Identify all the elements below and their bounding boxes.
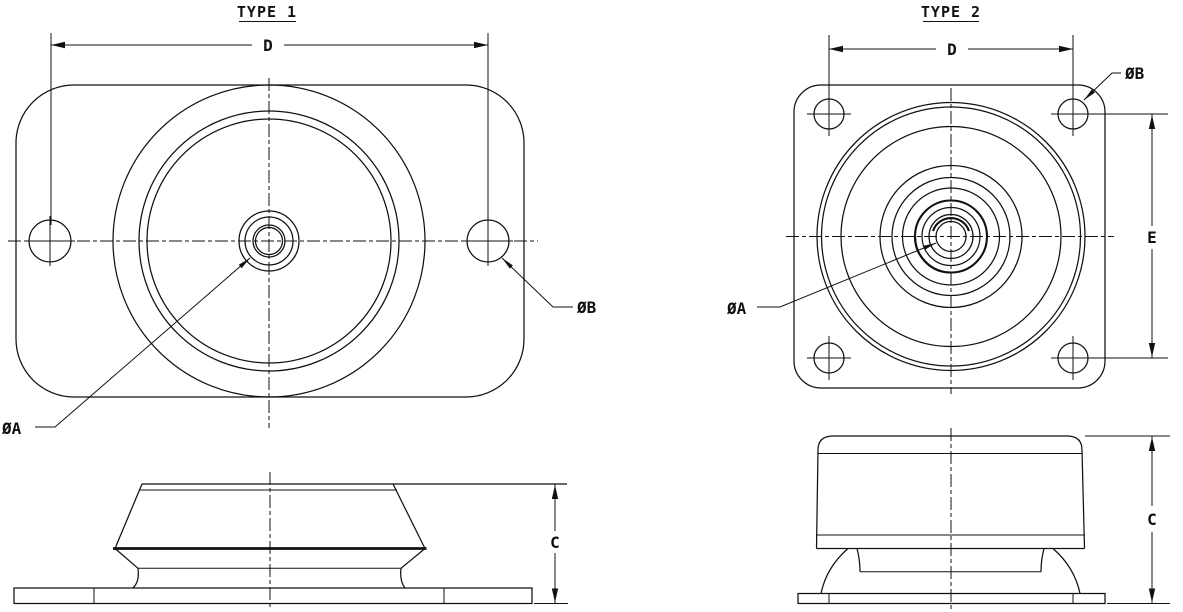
leader-line [35, 257, 251, 428]
ring-bold-arc [913, 236, 952, 274]
type1-base-plate [13, 587, 533, 605]
extension-lines [1090, 113, 1168, 359]
type1-leader-a: ØA [1, 257, 251, 438]
extension-lines [828, 35, 1074, 98]
arrowhead [1148, 115, 1156, 129]
neck-connector-curves [856, 548, 1045, 572]
type2-centerlines [786, 88, 1114, 394]
type2-dimension-d: D [828, 35, 1074, 98]
type2-title: TYPE 2 [921, 3, 981, 21]
arrowhead [551, 588, 559, 603]
arrowhead [502, 258, 513, 269]
mount-sides [815, 449, 1086, 549]
arrowhead [1059, 45, 1073, 53]
mount-dome-top [817, 435, 1083, 451]
arrowhead [1148, 343, 1156, 357]
dim-c-label: C [1147, 510, 1157, 529]
type1-side-view: C [13, 472, 568, 610]
hole-crosshairs [807, 92, 1095, 380]
dim-b-label: ØB [576, 298, 597, 317]
mount-flare-curves [132, 568, 406, 589]
dim-a-label: ØA [1, 419, 22, 438]
type1-dimension-c: C [534, 484, 568, 604]
arrowhead [51, 41, 65, 49]
dim-c-label: C [550, 533, 560, 552]
arrowhead [238, 258, 250, 269]
arrowhead [474, 41, 488, 49]
base-plate-marks [828, 593, 1074, 604]
type1-leader-b: ØB [501, 257, 597, 317]
type2-side-view: C [797, 428, 1170, 610]
dim-b-label: ØB [1124, 64, 1145, 83]
type1-title: TYPE 1 [237, 3, 297, 21]
dim-a-label: ØA [726, 299, 747, 318]
arrowhead [1084, 89, 1095, 100]
type1-top-view: TYPE 1 D [1, 3, 597, 438]
arrowhead [1148, 437, 1156, 451]
arrowhead [923, 243, 936, 250]
arrowhead [1148, 588, 1156, 603]
mount-upper-slants [114, 483, 426, 549]
type2-top-view: TYPE 2 [726, 3, 1168, 394]
bore-bold-arc [932, 217, 970, 232]
type2-dimension-e: E [1090, 113, 1168, 359]
mount-lower-slants [114, 548, 426, 569]
leader-line [757, 242, 937, 308]
dim-d-label: D [947, 40, 957, 59]
type2-dimension-c: C [1085, 435, 1170, 604]
dim-d-label: D [263, 36, 273, 55]
dim-e-label: E [1147, 228, 1157, 247]
arrowhead [829, 45, 843, 53]
type2-leader-b: ØB [1083, 64, 1145, 101]
extension-lines [50, 33, 489, 225]
type1-centerlines [8, 78, 538, 428]
type1-dimension-d: D [50, 33, 489, 225]
extension-lines [1085, 435, 1170, 604]
base-plate-marks [93, 588, 445, 604]
type2-leader-a: ØA [726, 242, 937, 318]
leader-line [501, 257, 573, 308]
mount-flare-curves [820, 548, 1081, 594]
type2-mounting-holes [807, 92, 1095, 380]
arrowhead [551, 485, 559, 499]
